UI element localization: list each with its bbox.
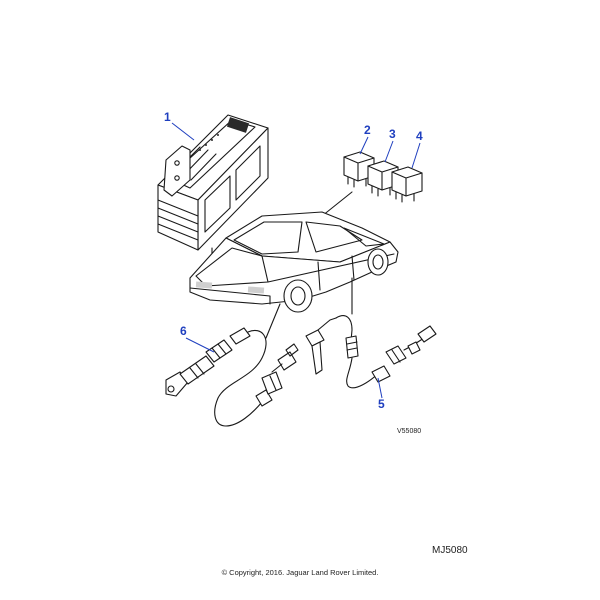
svg-text:5: 5 [378, 397, 385, 411]
svg-text:3: 3 [389, 127, 396, 141]
callout-6: 6 [180, 324, 215, 353]
callout-3: 3 [384, 127, 396, 163]
relay-4[interactable] [391, 166, 423, 203]
illustration-ref: V55080 [397, 428, 421, 435]
abs-control-module[interactable] [157, 114, 269, 251]
svg-text:6: 6 [180, 324, 187, 338]
drawing-code: MJ5080 [432, 545, 468, 556]
svg-text:2: 2 [364, 123, 371, 137]
svg-text:4: 4 [416, 129, 423, 143]
rear-wheel-speed-sensor[interactable] [165, 327, 299, 427]
svg-text:1: 1 [164, 110, 171, 124]
callout-5: 5 [377, 377, 385, 411]
callout-2: 2 [359, 123, 371, 155]
relay-2[interactable] [343, 151, 375, 188]
front-wheel-speed-sensor[interactable] [305, 315, 437, 389]
vehicle-outline [189, 211, 399, 313]
copyright-notice: © Copyright, 2016. Jaguar Land Rover Lim… [221, 568, 379, 577]
callout-4: 4 [411, 129, 423, 169]
relay-3[interactable] [367, 160, 399, 197]
callout-1: 1 [164, 110, 195, 141]
